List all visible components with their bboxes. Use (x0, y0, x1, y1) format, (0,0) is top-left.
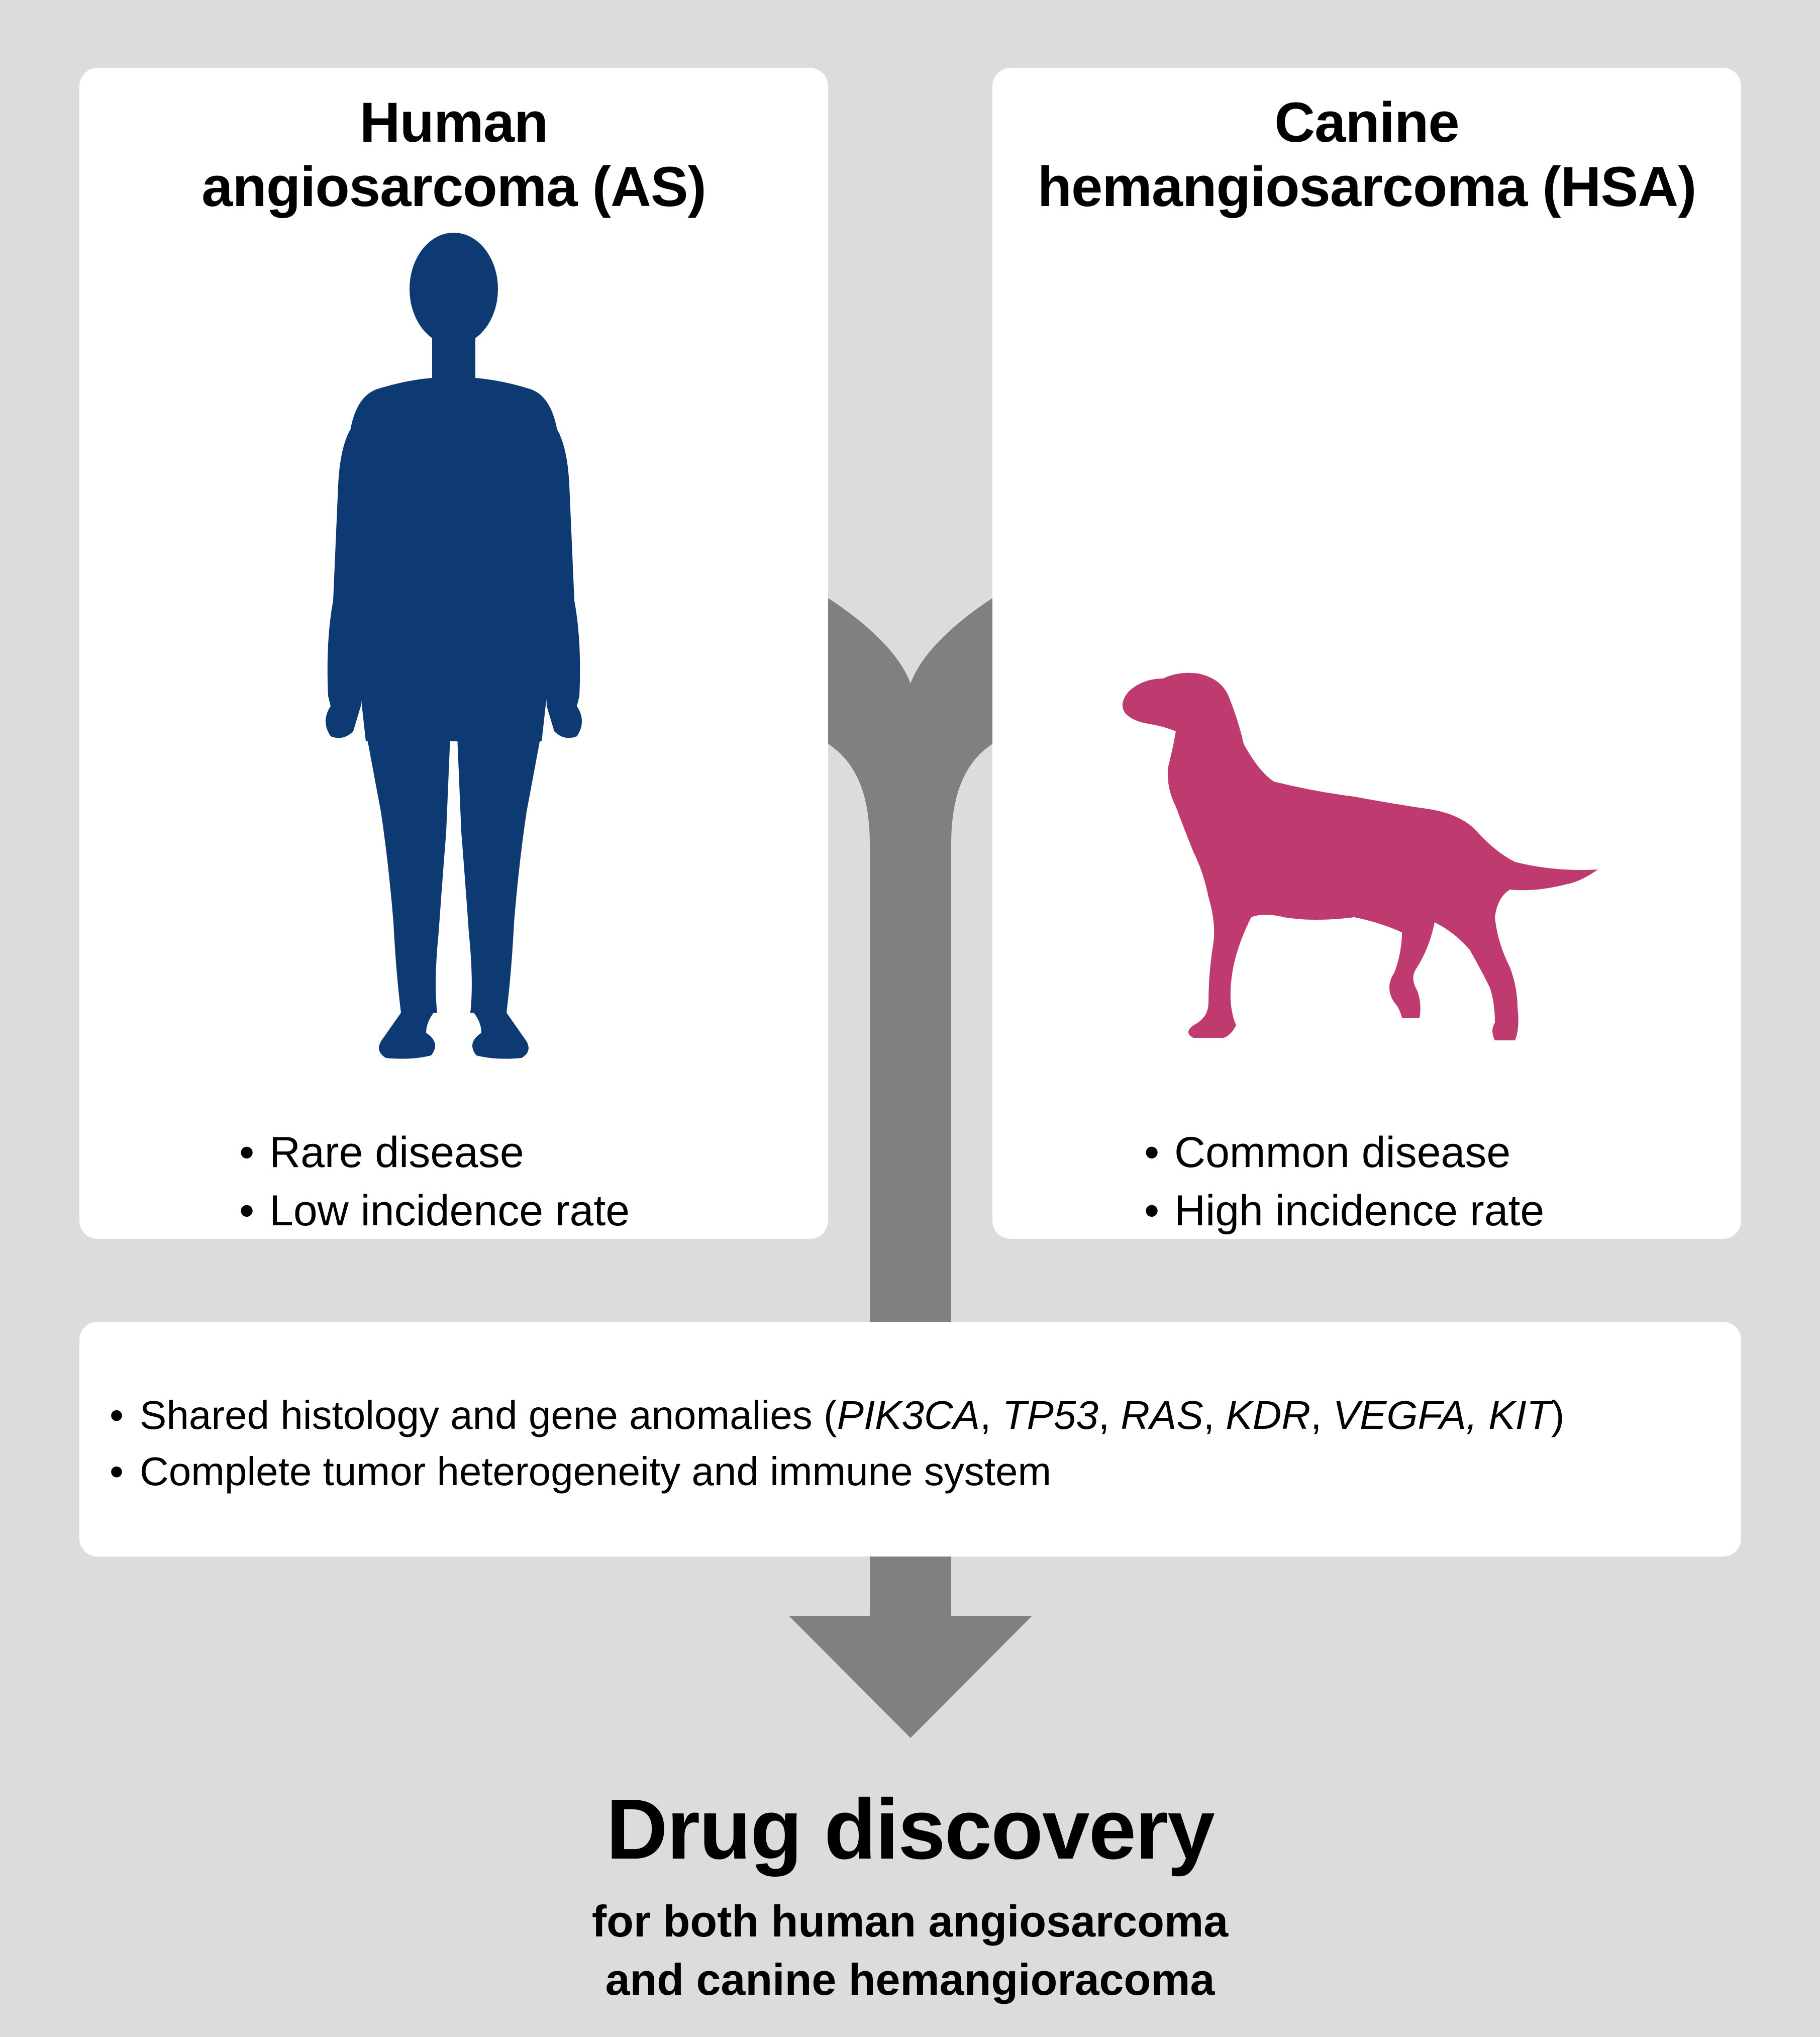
human-card: Human angiosarcoma (AS) •Rare disease •L… (79, 68, 828, 1239)
gene-name: PIK3CA (837, 1393, 980, 1437)
human-title: Human angiosarcoma (AS) (79, 90, 828, 219)
down-arrow-shaft (870, 1557, 951, 1617)
human-title-line2: angiosarcoma (AS) (201, 155, 706, 218)
result-title: Drug discovery (606, 1782, 1215, 1877)
list-item: •Shared histology and gene anomalies (PI… (110, 1393, 1565, 1437)
canine-bullet-list: •Common disease •High incidence rate (1144, 1123, 1544, 1240)
list-item: •High incidence rate (1144, 1187, 1545, 1235)
gene-name: RAS (1121, 1393, 1203, 1437)
gene-list: PIK3CA, TP53, RAS, KDR, VEGFA, KIT (837, 1393, 1551, 1437)
canine-title-line1: Canine (1274, 91, 1459, 154)
human-title-line1: Human (359, 91, 549, 154)
list-item: •Low incidence rate (239, 1187, 630, 1235)
shared-features-card: •Shared histology and gene anomalies (PI… (79, 1322, 1741, 1557)
human-bullet-list: •Rare disease •Low incidence rate (239, 1123, 630, 1240)
human-silhouette-icon (326, 233, 582, 1059)
gene-name: KDR (1226, 1393, 1311, 1437)
result-subtitle-line1: for both human angiosarcoma (591, 1896, 1229, 1946)
result-subtitle: for both human angiosarcoma and canine h… (0, 1892, 1820, 2009)
canine-title: Canine hemangiosarcoma (HSA) (992, 90, 1741, 219)
result-subtitle-line2: and canine hemangioracoma (605, 1955, 1215, 2004)
dog-silhouette-icon (1122, 672, 1598, 1040)
list-item: •Rare disease (239, 1128, 524, 1177)
gene-name: VEGFA, KIT (1333, 1393, 1551, 1437)
down-arrow-head (789, 1616, 1032, 1738)
shared-bullet-list: •Shared histology and gene anomalies (PI… (110, 1387, 1564, 1500)
list-item: •Common disease (1144, 1128, 1511, 1177)
list-item: •Complete tumor heterogeneity and immune… (110, 1449, 1052, 1494)
merge-arrow (828, 598, 992, 1322)
canine-card: Canine hemangiosarcoma (HSA) •Common dis… (992, 68, 1741, 1239)
canine-title-line2: hemangiosarcoma (HSA) (1037, 155, 1697, 218)
gene-name: TP53 (1002, 1393, 1098, 1437)
